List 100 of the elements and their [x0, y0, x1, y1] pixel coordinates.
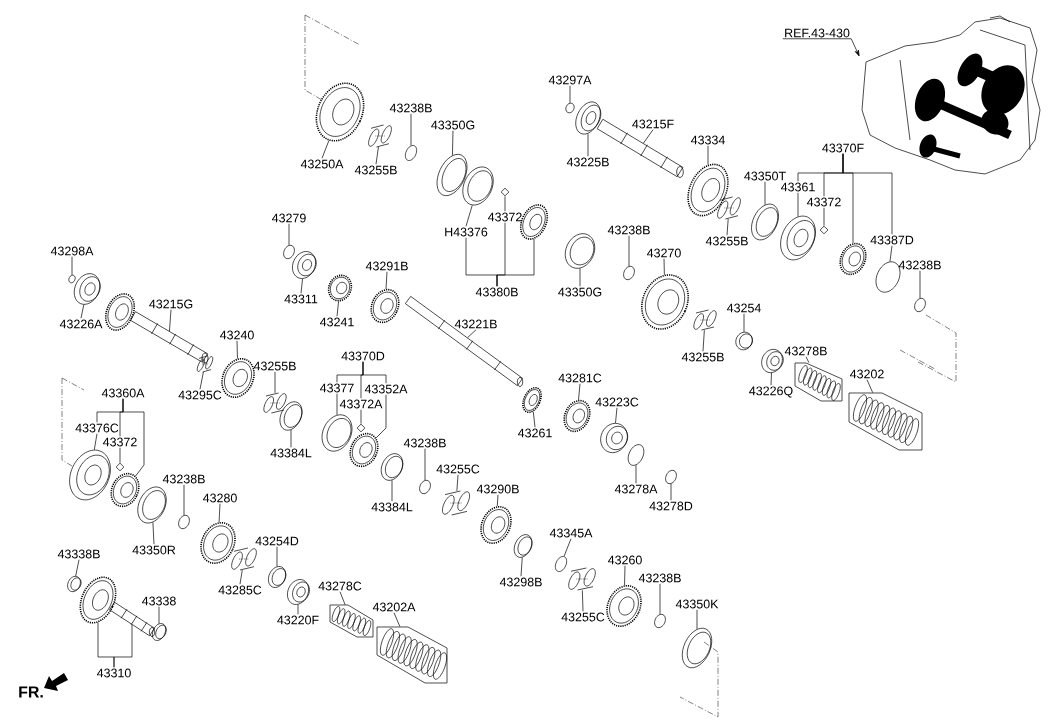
leader-line: [582, 590, 584, 612]
ring-drawing: [67, 576, 82, 592]
leader-line: [169, 309, 172, 332]
part-number: 43238B: [403, 438, 446, 448]
leader-line: [452, 130, 454, 156]
leader-line: [93, 433, 98, 451]
needle-bearing-drawing: [263, 392, 287, 414]
part-number: 43280: [202, 493, 237, 503]
part-number: 43372A: [339, 399, 383, 409]
leader-line: [696, 609, 698, 630]
needle-bearing-drawing: [717, 196, 741, 220]
ring-drawing: [513, 534, 533, 558]
gear-drawing: [480, 506, 512, 544]
leader-line: [362, 361, 387, 384]
bearing-drawing: [73, 273, 101, 305]
gear-drawing: [370, 288, 400, 324]
part-number: 43221B: [454, 319, 497, 329]
part-number: 43372: [806, 197, 841, 207]
ring-drawing: [751, 203, 779, 241]
key-drawing: [819, 225, 829, 235]
leader-line: [635, 464, 637, 484]
part-number: 43298B: [499, 577, 542, 587]
gear-drawing: [200, 522, 236, 564]
leader-line: [659, 583, 661, 615]
leader-line: [360, 409, 362, 424]
leader-line: [496, 238, 535, 287]
leader-line: [393, 612, 401, 627]
part-number: 43202: [849, 369, 884, 379]
part-number: 43226A: [59, 319, 103, 329]
part-number: 43238B: [607, 225, 650, 235]
snap-ring-drawing: [419, 479, 431, 495]
bearing-drawing: [761, 348, 784, 373]
leader-line: [183, 484, 185, 516]
spring-set-drawing: [329, 604, 374, 638]
leader-line: [563, 538, 572, 557]
snap-ring-drawing: [565, 102, 575, 114]
leader-line: [624, 565, 626, 586]
bearing-drawing: [780, 215, 816, 261]
ring-drawing: [268, 566, 287, 588]
snap-ring-drawing: [178, 514, 190, 530]
leader-line: [919, 270, 921, 299]
leader-line: [424, 448, 426, 481]
snap-ring-drawing: [555, 556, 567, 572]
leader-line: [496, 494, 499, 507]
shaft-drawing: [405, 296, 524, 387]
ring-drawing: [436, 153, 468, 197]
part-number: 43350K: [675, 599, 719, 609]
leader-line: [300, 278, 303, 294]
gear-drawing: [839, 242, 867, 276]
needle-bearing-drawing: [368, 124, 392, 148]
part-number: 43255B: [354, 165, 397, 175]
leader-line: [805, 356, 810, 363]
gear-drawing: [221, 358, 255, 398]
gear-drawing: [110, 472, 140, 508]
part-number: 43384L: [371, 502, 413, 512]
part-number: 43260: [607, 555, 642, 565]
part-number: 43380B: [475, 287, 518, 297]
leader-line: [276, 546, 278, 567]
ring-drawing: [321, 414, 353, 452]
bearing-drawing: [287, 579, 310, 605]
part-number: 43241: [319, 317, 354, 327]
leader-line: [385, 271, 388, 290]
leader-line: [152, 522, 155, 545]
leader-line: [375, 394, 387, 439]
snap-ring-drawing: [283, 244, 295, 260]
part-number: 43215G: [149, 299, 193, 309]
leader-line: [889, 245, 893, 262]
leader-line: [569, 85, 571, 104]
part-number: 43350T: [744, 171, 786, 181]
snap-ring-drawing: [623, 265, 635, 281]
leader-line: [663, 258, 665, 276]
needle-bearing-drawing: [568, 567, 596, 591]
leader-line: [456, 474, 459, 492]
leader-line: [410, 113, 412, 146]
part-number: 43215F: [632, 119, 674, 129]
leader-line: [75, 559, 80, 577]
part-number: 43278B: [784, 346, 827, 356]
leader-line: [770, 372, 772, 386]
part-number: 43255C: [436, 464, 480, 474]
part-number: 43285C: [218, 585, 262, 595]
leader-line: [842, 153, 893, 235]
leader-line: [866, 379, 874, 393]
part-number: H43376: [445, 227, 488, 237]
part-number: 43226Q: [749, 386, 793, 398]
leader-line: [321, 140, 330, 159]
snap-ring-drawing: [665, 469, 677, 485]
part-number: 43220F: [277, 615, 319, 625]
part-number: 43338: [141, 596, 176, 606]
leader-line: [628, 235, 630, 267]
part-number: 43238B: [898, 260, 941, 270]
part-number: 43278D: [649, 501, 693, 511]
part-number: 43376C: [75, 423, 119, 433]
part-number: 43255B: [705, 236, 748, 246]
leader-line: [113, 624, 133, 668]
gear-drawing: [327, 274, 353, 302]
part-number: 43298A: [50, 246, 94, 256]
part-number: 43370F: [822, 143, 864, 153]
gear-drawing: [687, 163, 729, 217]
bearing-drawing: [600, 422, 629, 453]
part-number: 43311: [284, 294, 318, 304]
